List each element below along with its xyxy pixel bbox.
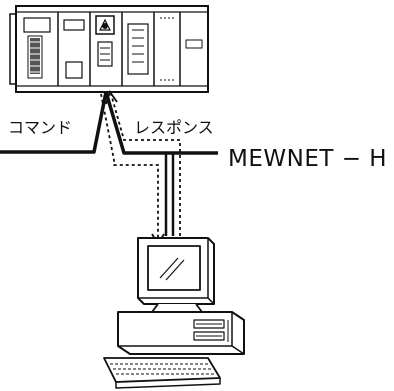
response-signal-path — [105, 90, 181, 236]
response-label: レスポンス — [134, 118, 214, 137]
command-label: コマンド — [8, 118, 73, 137]
plc-unit-icon — [9, 5, 209, 93]
desktop-computer-icon — [103, 237, 245, 389]
network-name-label: MEWNET − H — [228, 146, 388, 172]
network-trunk-line — [0, 91, 218, 236]
command-signal-path — [100, 93, 165, 246]
